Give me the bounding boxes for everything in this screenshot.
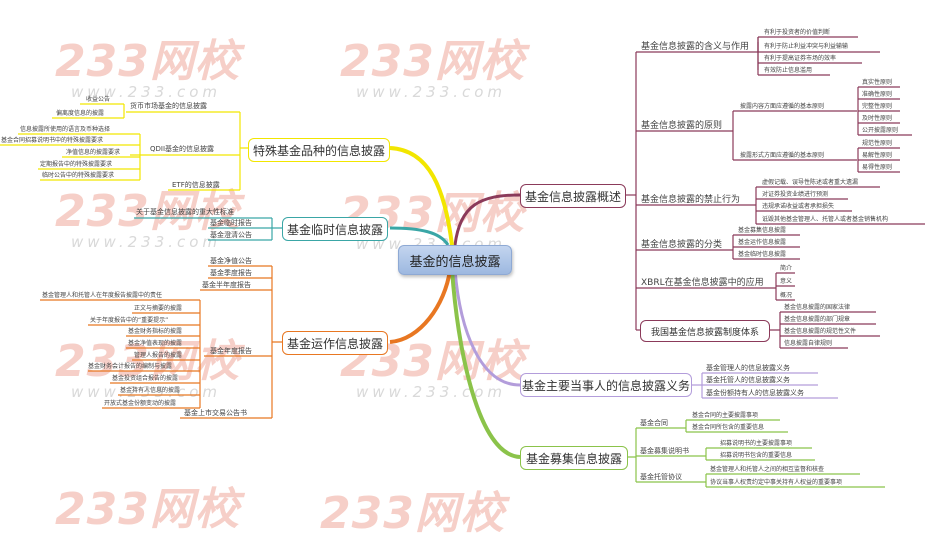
leaf[interactable]: 违规承诺收益或者承担损失: [762, 203, 835, 210]
leaf[interactable]: 基金信息披露的部门规章: [784, 316, 851, 323]
subtopic-annual[interactable]: 基金年度报告: [210, 347, 252, 355]
subtopic-listing[interactable]: 基金上市交易公告书: [184, 409, 247, 417]
topic-overview[interactable]: 基金信息披露概述: [520, 184, 626, 208]
leaf[interactable]: 基金澄清公告: [210, 231, 252, 239]
subtopic-classification[interactable]: 基金信息披露的分类: [641, 240, 723, 250]
leaf[interactable]: 正文与摘要的披露: [134, 305, 183, 312]
leaf[interactable]: 基金管理人和托管人之间的相互监督和核查: [710, 466, 825, 473]
leaf[interactable]: 净值信息的披露要求: [66, 149, 121, 156]
leaf[interactable]: 基金管理人的信息披露义务: [706, 364, 790, 372]
leaf[interactable]: 信息披露所使用的语言及币种选择: [20, 126, 111, 133]
leaf[interactable]: 公开披露原则: [862, 127, 899, 134]
leaf[interactable]: 定期报告中的特殊披露要求: [40, 161, 113, 168]
leaf[interactable]: 准确性原则: [862, 91, 893, 98]
leaf[interactable]: 基金份额持有人的信息披露义务: [706, 389, 804, 397]
leaf[interactable]: 基金合同所包含的重要信息: [692, 424, 765, 431]
subtopic-prohibited[interactable]: 基金信息披露的禁止行为: [641, 195, 741, 205]
leaf[interactable]: 真实性原则: [862, 79, 893, 86]
central-topic[interactable]: 基金的信息披露: [398, 245, 512, 275]
subtopic-quarterly[interactable]: 基金季度报告: [210, 269, 252, 277]
subtopic-semiannual[interactable]: 基金半年度报告: [202, 281, 251, 289]
leaf[interactable]: 意义: [780, 278, 793, 285]
connector-lines: [0, 36, 925, 488]
topic-operation[interactable]: 基金运作信息披露: [282, 331, 388, 355]
subtopic-system[interactable]: 我国基金信息披露制度体系: [640, 320, 770, 342]
leaf[interactable]: 虚假记载、误导性陈述或者重大遗漏: [762, 179, 859, 186]
leaf[interactable]: 完整性原则: [862, 103, 893, 110]
leaf[interactable]: 招募说明书的主要披露事项: [720, 440, 793, 447]
leaf[interactable]: 基金管理人和托管人在年度报告披露中的责任: [42, 292, 163, 299]
subtopic-etf[interactable]: ETF的信息披露: [172, 181, 220, 189]
leaf[interactable]: 有利于防止利益冲突与利益输输: [764, 43, 849, 50]
leaf[interactable]: 协议当事人权责约定中事关持有人权益的重要事项: [710, 479, 843, 486]
topic-parties[interactable]: 基金主要当事人的信息披露义务: [520, 373, 692, 397]
topic-raising[interactable]: 基金募集信息披露: [520, 446, 628, 470]
leaf[interactable]: 有利于提高证券市场的效率: [764, 55, 837, 62]
subtopic-nav[interactable]: 基金净值公告: [210, 257, 252, 265]
leaf[interactable]: 基金募集信息披露: [738, 227, 787, 234]
leaf[interactable]: 基金信息披露的国家法律: [784, 304, 851, 311]
subtopic-money-market[interactable]: 货币市场基金的信息披露: [130, 102, 207, 110]
leaf[interactable]: 招募说明书包含的重要信息: [720, 452, 793, 459]
leaf[interactable]: 基金临时报告: [210, 219, 252, 227]
leaf[interactable]: 偏离度信息的披露: [56, 110, 105, 117]
leaf[interactable]: 关于年度报告中的“重要提示”: [90, 317, 169, 324]
leaf[interactable]: 基金运作信息披露: [738, 239, 787, 246]
leaf[interactable]: 基金合同招募说明书中的特殊披露要求: [1, 137, 104, 144]
leaf[interactable]: 易得性原则: [862, 164, 893, 171]
leaf[interactable]: 信息披露自律规则: [784, 340, 833, 347]
subtopic-principles[interactable]: 基金信息披露的原则: [641, 121, 723, 131]
leaf[interactable]: 概况: [780, 292, 793, 299]
leaf[interactable]: 易解性原则: [862, 152, 893, 159]
leaf[interactable]: 收益公告: [86, 96, 111, 103]
topic-special[interactable]: 特殊基金品种的信息披露: [248, 138, 390, 162]
leaf[interactable]: 基金持有人信息的披露: [120, 387, 181, 394]
leaf[interactable]: 基金合同的主要披露事项: [692, 412, 759, 419]
leaf[interactable]: 有利于投资者的价值判断: [764, 29, 831, 36]
subtopic-meaning-role[interactable]: 基金信息披露的含义与作用: [641, 42, 750, 52]
leaf[interactable]: 简介: [780, 265, 793, 272]
leaf[interactable]: 基金财务指标的披露: [128, 328, 183, 335]
leaf[interactable]: 开放式基金份额变动的披露: [104, 400, 177, 407]
leaf[interactable]: 对证券投资业绩进行预测: [762, 191, 829, 198]
subtopic-xbrl[interactable]: XBRL在基金信息披露中的应用: [641, 278, 764, 288]
principle-group-content[interactable]: 披露内容方面应遵循的基本原则: [740, 103, 825, 110]
subtopic-prospectus[interactable]: 基金募集说明书: [640, 447, 689, 455]
leaf[interactable]: 临时公告中的特殊披露要求: [42, 172, 115, 179]
principle-group-form[interactable]: 披露形式方面应遵循的基本原则: [740, 152, 825, 159]
leaf[interactable]: 基金财务会计报告的编制与披露: [88, 363, 173, 370]
leaf[interactable]: 关于基金信息披露的重大性标准: [136, 208, 234, 216]
leaf[interactable]: 诋毁其他基金管理人、托管人或者基金销售机构: [762, 216, 889, 223]
leaf[interactable]: 规范性原则: [862, 140, 893, 147]
leaf[interactable]: 基金临时信息披露: [738, 251, 787, 258]
leaf[interactable]: 基金信息披露的规范性文件: [784, 328, 857, 335]
subtopic-qdii[interactable]: QDII基金的信息披露: [150, 145, 215, 153]
leaf[interactable]: 基金投资组合报告的披露: [112, 375, 179, 382]
leaf[interactable]: 及时性原则: [862, 115, 893, 122]
subtopic-contract[interactable]: 基金合同: [640, 419, 668, 427]
leaf[interactable]: 基金净值表现的披露: [128, 340, 183, 347]
topic-temporary[interactable]: 基金临时信息披露: [282, 217, 388, 241]
leaf[interactable]: 管理人报告的披露: [134, 352, 183, 359]
leaf[interactable]: 有效防止信息滥用: [764, 67, 813, 74]
subtopic-custody[interactable]: 基金托管协议: [640, 473, 682, 481]
leaf[interactable]: 基金托管人的信息披露义务: [706, 376, 790, 384]
